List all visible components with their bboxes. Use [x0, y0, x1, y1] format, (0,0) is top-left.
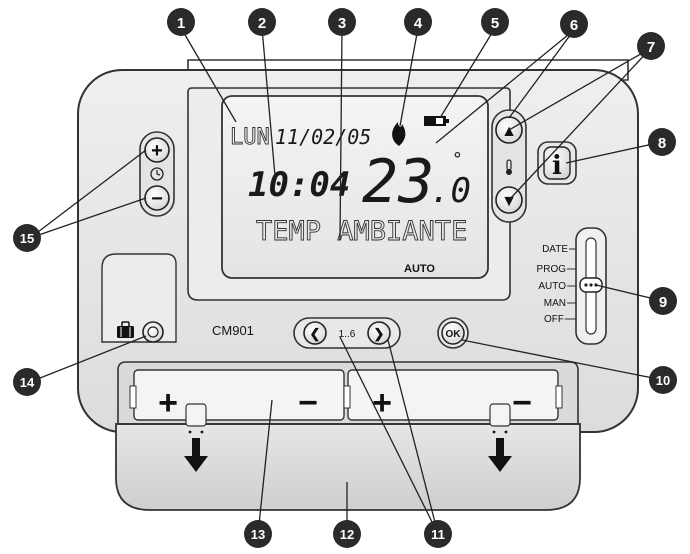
slider-label-date: DATE: [542, 244, 568, 255]
callout-10: 10: [649, 366, 677, 394]
callout-15: 15: [13, 224, 41, 252]
callout-2: 2: [248, 8, 276, 36]
clock-plus-button[interactable]: +: [144, 137, 170, 163]
svg-text:6: 6: [570, 17, 578, 34]
battery-cover[interactable]: [115, 423, 581, 511]
thermometer-icon: [506, 159, 512, 175]
svg-text:5: 5: [491, 15, 499, 32]
svg-text:+: +: [151, 140, 163, 162]
svg-text:4: 4: [414, 15, 423, 32]
holiday-panel: [101, 253, 177, 343]
svg-text:i: i: [552, 151, 562, 181]
svg-text:2: 2: [258, 15, 266, 32]
svg-text:OK: OK: [446, 329, 462, 340]
lcd-time: 10:04: [248, 165, 350, 205]
lcd-day: LUN: [230, 125, 270, 150]
clock-minus-button[interactable]: −: [144, 185, 170, 211]
svg-text:8: 8: [658, 135, 666, 152]
callout-5: 5: [481, 8, 509, 36]
battery-left-terminal: [129, 385, 137, 409]
callout-1: 1: [167, 8, 195, 36]
nav-left-button[interactable]: ❮: [303, 321, 327, 345]
mode-slider-labels: DATE PROG AUTO MAN OFF: [537, 244, 576, 325]
slider-label-man: MAN: [544, 298, 566, 309]
battery-left-plus: +: [158, 384, 178, 422]
slider-label-prog: PROG: [537, 264, 567, 275]
battery-left-minus: −: [298, 384, 318, 422]
slider-label-off: OFF: [544, 314, 564, 325]
mode-slider-knob[interactable]: [579, 277, 603, 293]
battery-mid-terminal: [343, 385, 351, 409]
battery-right-terminal: [555, 385, 563, 409]
lcd-mode: AUTO: [404, 263, 435, 275]
battery-right-plus: +: [372, 384, 392, 422]
svg-text:▲: ▲: [501, 123, 517, 140]
nav-range-label: 1..6: [339, 329, 356, 340]
battery-right-minus: −: [512, 384, 532, 422]
battery-low-icon: [424, 116, 449, 126]
holiday-button[interactable]: [142, 321, 164, 343]
model-label: CM901: [212, 323, 254, 338]
svg-text:7: 7: [647, 39, 655, 56]
lcd-message: TEMP AMBIANTE: [256, 216, 467, 247]
callout-14: 14: [13, 368, 41, 396]
lcd-date: 11/02/05: [275, 125, 371, 149]
callout-9: 9: [649, 287, 677, 315]
svg-text:❮: ❮: [310, 326, 321, 342]
svg-text:9: 9: [659, 294, 667, 311]
svg-text:❯: ❯: [374, 326, 385, 342]
svg-text:3: 3: [338, 15, 346, 32]
svg-text:15: 15: [20, 231, 34, 246]
svg-text:12: 12: [340, 527, 354, 542]
down-arrow-right-icon: [488, 438, 512, 472]
callout-12: 12: [333, 520, 361, 548]
slider-label-auto: AUTO: [538, 281, 566, 292]
callout-4: 4: [404, 8, 432, 36]
callout-7: 7: [637, 32, 665, 60]
latch-right[interactable]: [489, 403, 511, 434]
svg-text:▼: ▼: [501, 193, 517, 210]
ok-button[interactable]: OK: [437, 317, 469, 349]
callout-6: 6: [560, 10, 588, 38]
callout-3: 3: [328, 8, 356, 36]
down-arrow-left-icon: [184, 438, 208, 472]
latch-left[interactable]: [185, 403, 207, 434]
nav-right-button[interactable]: ❯: [367, 321, 391, 345]
svg-text:10: 10: [656, 373, 670, 388]
flame-icon: [392, 122, 406, 146]
lcd-temp-main: 23: [362, 147, 434, 217]
svg-text:1: 1: [177, 15, 185, 32]
lcd-degree: °: [452, 149, 463, 170]
svg-text:11: 11: [431, 527, 445, 542]
callout-8: 8: [648, 128, 676, 156]
svg-text:13: 13: [251, 527, 265, 542]
suitcase-icon: [117, 321, 134, 338]
lcd-screen: [221, 95, 489, 279]
svg-text:−: −: [151, 188, 163, 210]
callout-13: 13: [244, 520, 272, 548]
clock-icon: [150, 167, 164, 181]
callout-11: 11: [424, 520, 452, 548]
svg-text:14: 14: [20, 375, 35, 390]
lcd-temp-decimal: .0: [430, 171, 471, 211]
